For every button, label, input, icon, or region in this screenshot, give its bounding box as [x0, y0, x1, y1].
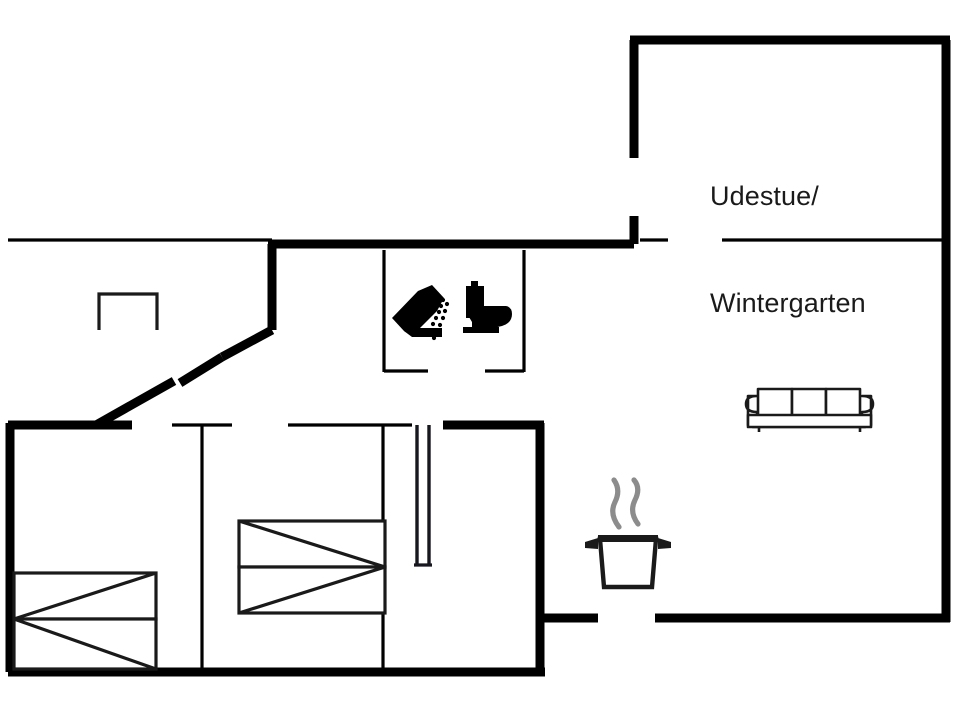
- toilet-flush-button: [471, 281, 478, 287]
- room-label-conservatory-line1: Udestue/: [710, 181, 819, 212]
- steam-wisp-right: [630, 477, 641, 527]
- sliding-door-icon: [414, 425, 432, 567]
- sofa-cushion-center: [790, 387, 828, 419]
- shower-head-icon: [392, 285, 450, 341]
- bunk-bed-middle-lower-diagonal: [238, 565, 386, 615]
- bunk-bed-icon: [12, 571, 158, 671]
- sofa-base: [746, 413, 873, 429]
- shower-droplets: [429, 296, 450, 341]
- shower-leg: [404, 328, 442, 337]
- wall-hall-door-leaf-lower: [93, 377, 177, 429]
- bunk-bed-left-upper-diagonal: [13, 571, 157, 621]
- bunk-bed-middle-upper-diagonal: [238, 519, 386, 569]
- sofa-cushion-right: [824, 387, 862, 419]
- wall-hall-door-leaf-upper: [177, 353, 225, 387]
- pot-handle-left: [585, 538, 598, 549]
- toilet-foot: [463, 327, 499, 333]
- closet-outline: [97, 292, 159, 330]
- room-label-conservatory-line2: Wintergarten: [710, 288, 866, 319]
- sofa-icon: [744, 387, 875, 432]
- sofa-cushion-left: [756, 387, 794, 419]
- pot-handle-right: [658, 538, 671, 549]
- pot-body: [597, 536, 659, 590]
- wall-hall-diagonal-upper: [219, 326, 275, 361]
- thick-wall-group: [5, 35, 951, 677]
- shower-arm: [392, 285, 444, 336]
- steam-icon: [610, 477, 641, 530]
- bunk-bed-icon: [237, 519, 387, 615]
- cooking-pot-icon: [585, 477, 671, 590]
- steam-wisp-left: [610, 477, 622, 530]
- bunk-bed-left-lower-diagonal: [13, 617, 157, 671]
- toilet-icon: [463, 281, 512, 333]
- room-label-conservatory: Udestue/ Wintergarten: [710, 108, 866, 393]
- pot-rim: [598, 535, 658, 542]
- closet-icon: [97, 292, 159, 330]
